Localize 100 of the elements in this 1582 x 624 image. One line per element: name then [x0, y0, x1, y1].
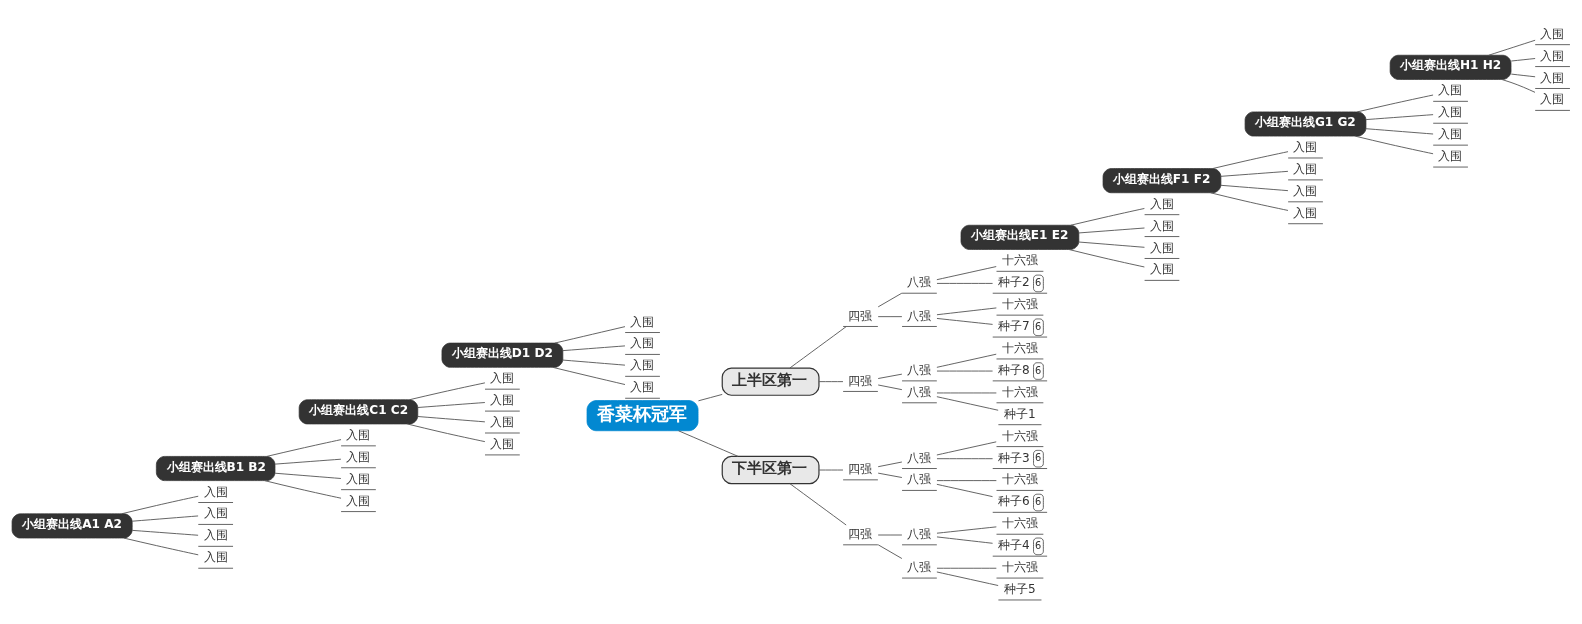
- connector: [1510, 73, 1536, 77]
- node-box: 小组赛出线H1 H2: [1389, 54, 1512, 80]
- connector: [818, 469, 844, 470]
- connector: [678, 429, 739, 457]
- connector: [1354, 135, 1434, 154]
- connector: [1220, 184, 1289, 191]
- connector: [121, 495, 199, 514]
- node-text: 入围: [203, 505, 228, 520]
- node-box: 下半区第一: [721, 455, 820, 484]
- node-text: 入围: [630, 357, 655, 372]
- node-text: 入围: [1149, 261, 1174, 276]
- node-text: 入围: [490, 414, 515, 429]
- connector: [274, 472, 342, 479]
- connector: [877, 373, 903, 379]
- connector: [1365, 113, 1434, 120]
- node-text: 十六强: [1001, 428, 1038, 443]
- connector: [1078, 227, 1145, 233]
- node-text: 十六强: [1001, 384, 1038, 399]
- node-text: 入围: [203, 549, 228, 564]
- node-text: 入围: [1149, 240, 1174, 255]
- node-text: 入围: [1540, 48, 1565, 63]
- connector: [936, 392, 997, 393]
- node-text: 入围: [1293, 139, 1318, 154]
- node-box: 小组赛出线A1 A2: [11, 512, 133, 538]
- node-text: 入围: [490, 370, 515, 385]
- connector: [818, 380, 844, 382]
- node-text: 八强: [907, 308, 932, 323]
- connector: [1488, 39, 1536, 56]
- connector: [936, 457, 994, 459]
- node-text: 十六强: [1001, 515, 1038, 530]
- node-text: 入围: [346, 493, 371, 508]
- node-text: 入围: [1293, 205, 1318, 220]
- connector: [1078, 241, 1145, 248]
- connector: [936, 353, 997, 368]
- connector: [936, 395, 999, 411]
- connector: [936, 282, 994, 284]
- node-text: 八强: [907, 559, 932, 574]
- connector: [877, 384, 903, 390]
- connector: [936, 440, 997, 455]
- connector: [131, 515, 199, 522]
- connector: [562, 359, 626, 366]
- node-text: 入围: [1438, 82, 1463, 97]
- node-text: 四强: [848, 526, 873, 541]
- node-text: 十六强: [1001, 559, 1038, 574]
- node-text: 入围: [1293, 183, 1318, 198]
- connector: [264, 479, 342, 499]
- node-text: 十六强: [1001, 340, 1038, 355]
- node-text: 入围: [1149, 196, 1174, 211]
- node-text: 四强: [848, 308, 873, 323]
- connector: [877, 292, 903, 307]
- node-text: 四强: [848, 373, 873, 387]
- node-text: 入围: [1438, 126, 1463, 141]
- connector: [1501, 78, 1536, 93]
- connector: [406, 423, 486, 442]
- node-text: 入围: [1438, 148, 1463, 163]
- connector: [1068, 248, 1145, 267]
- connector: [123, 537, 199, 555]
- node-text: 入围: [203, 527, 228, 542]
- connector: [131, 529, 199, 536]
- node-text: 入围: [346, 427, 371, 442]
- node-text: 四强: [848, 461, 873, 476]
- node-box: 上半区第一: [721, 366, 820, 396]
- node-box: 小组赛出线B1 B2: [156, 455, 276, 481]
- connector: [789, 482, 847, 525]
- node-text: 八强: [907, 526, 932, 541]
- node-text: 入围: [346, 471, 371, 486]
- connector: [936, 483, 993, 497]
- connector: [417, 401, 486, 408]
- node-box: 小组赛出线E1 E2: [960, 224, 1080, 250]
- connector: [1210, 191, 1289, 211]
- connector: [409, 381, 486, 400]
- node-box: 小组赛出线F1 F2: [1102, 167, 1222, 193]
- node-text: 入围: [490, 436, 515, 451]
- node-text: 八强: [907, 384, 932, 399]
- node-text: 八强: [907, 274, 932, 289]
- connector: [877, 543, 903, 559]
- connector: [877, 461, 903, 467]
- node-text: 入围: [1149, 218, 1174, 233]
- node-text: 入围: [630, 335, 655, 350]
- node-text: 十六强: [1001, 296, 1038, 311]
- node-text: 入围: [1293, 161, 1318, 176]
- node-text: 入围: [630, 314, 655, 329]
- node-text: 入围: [1540, 91, 1565, 106]
- node-text: 入围: [346, 449, 371, 464]
- node-text: 十六强: [1001, 252, 1038, 267]
- node-text: 入围: [630, 379, 655, 394]
- node-text: 八强: [907, 471, 932, 486]
- node-text: 种子5: [1004, 581, 1036, 596]
- connector: [1510, 57, 1536, 61]
- connector: [1365, 127, 1434, 134]
- connector: [1212, 150, 1289, 169]
- connector: [936, 370, 994, 371]
- node-text: 十六强: [1001, 471, 1038, 486]
- connector: [552, 366, 626, 385]
- node-box: 小组赛出线D1 D2: [441, 342, 564, 368]
- connector: [936, 567, 997, 569]
- connector: [936, 265, 997, 280]
- node-text: 入围: [1438, 104, 1463, 119]
- connector: [936, 479, 997, 481]
- connector: [1070, 207, 1145, 226]
